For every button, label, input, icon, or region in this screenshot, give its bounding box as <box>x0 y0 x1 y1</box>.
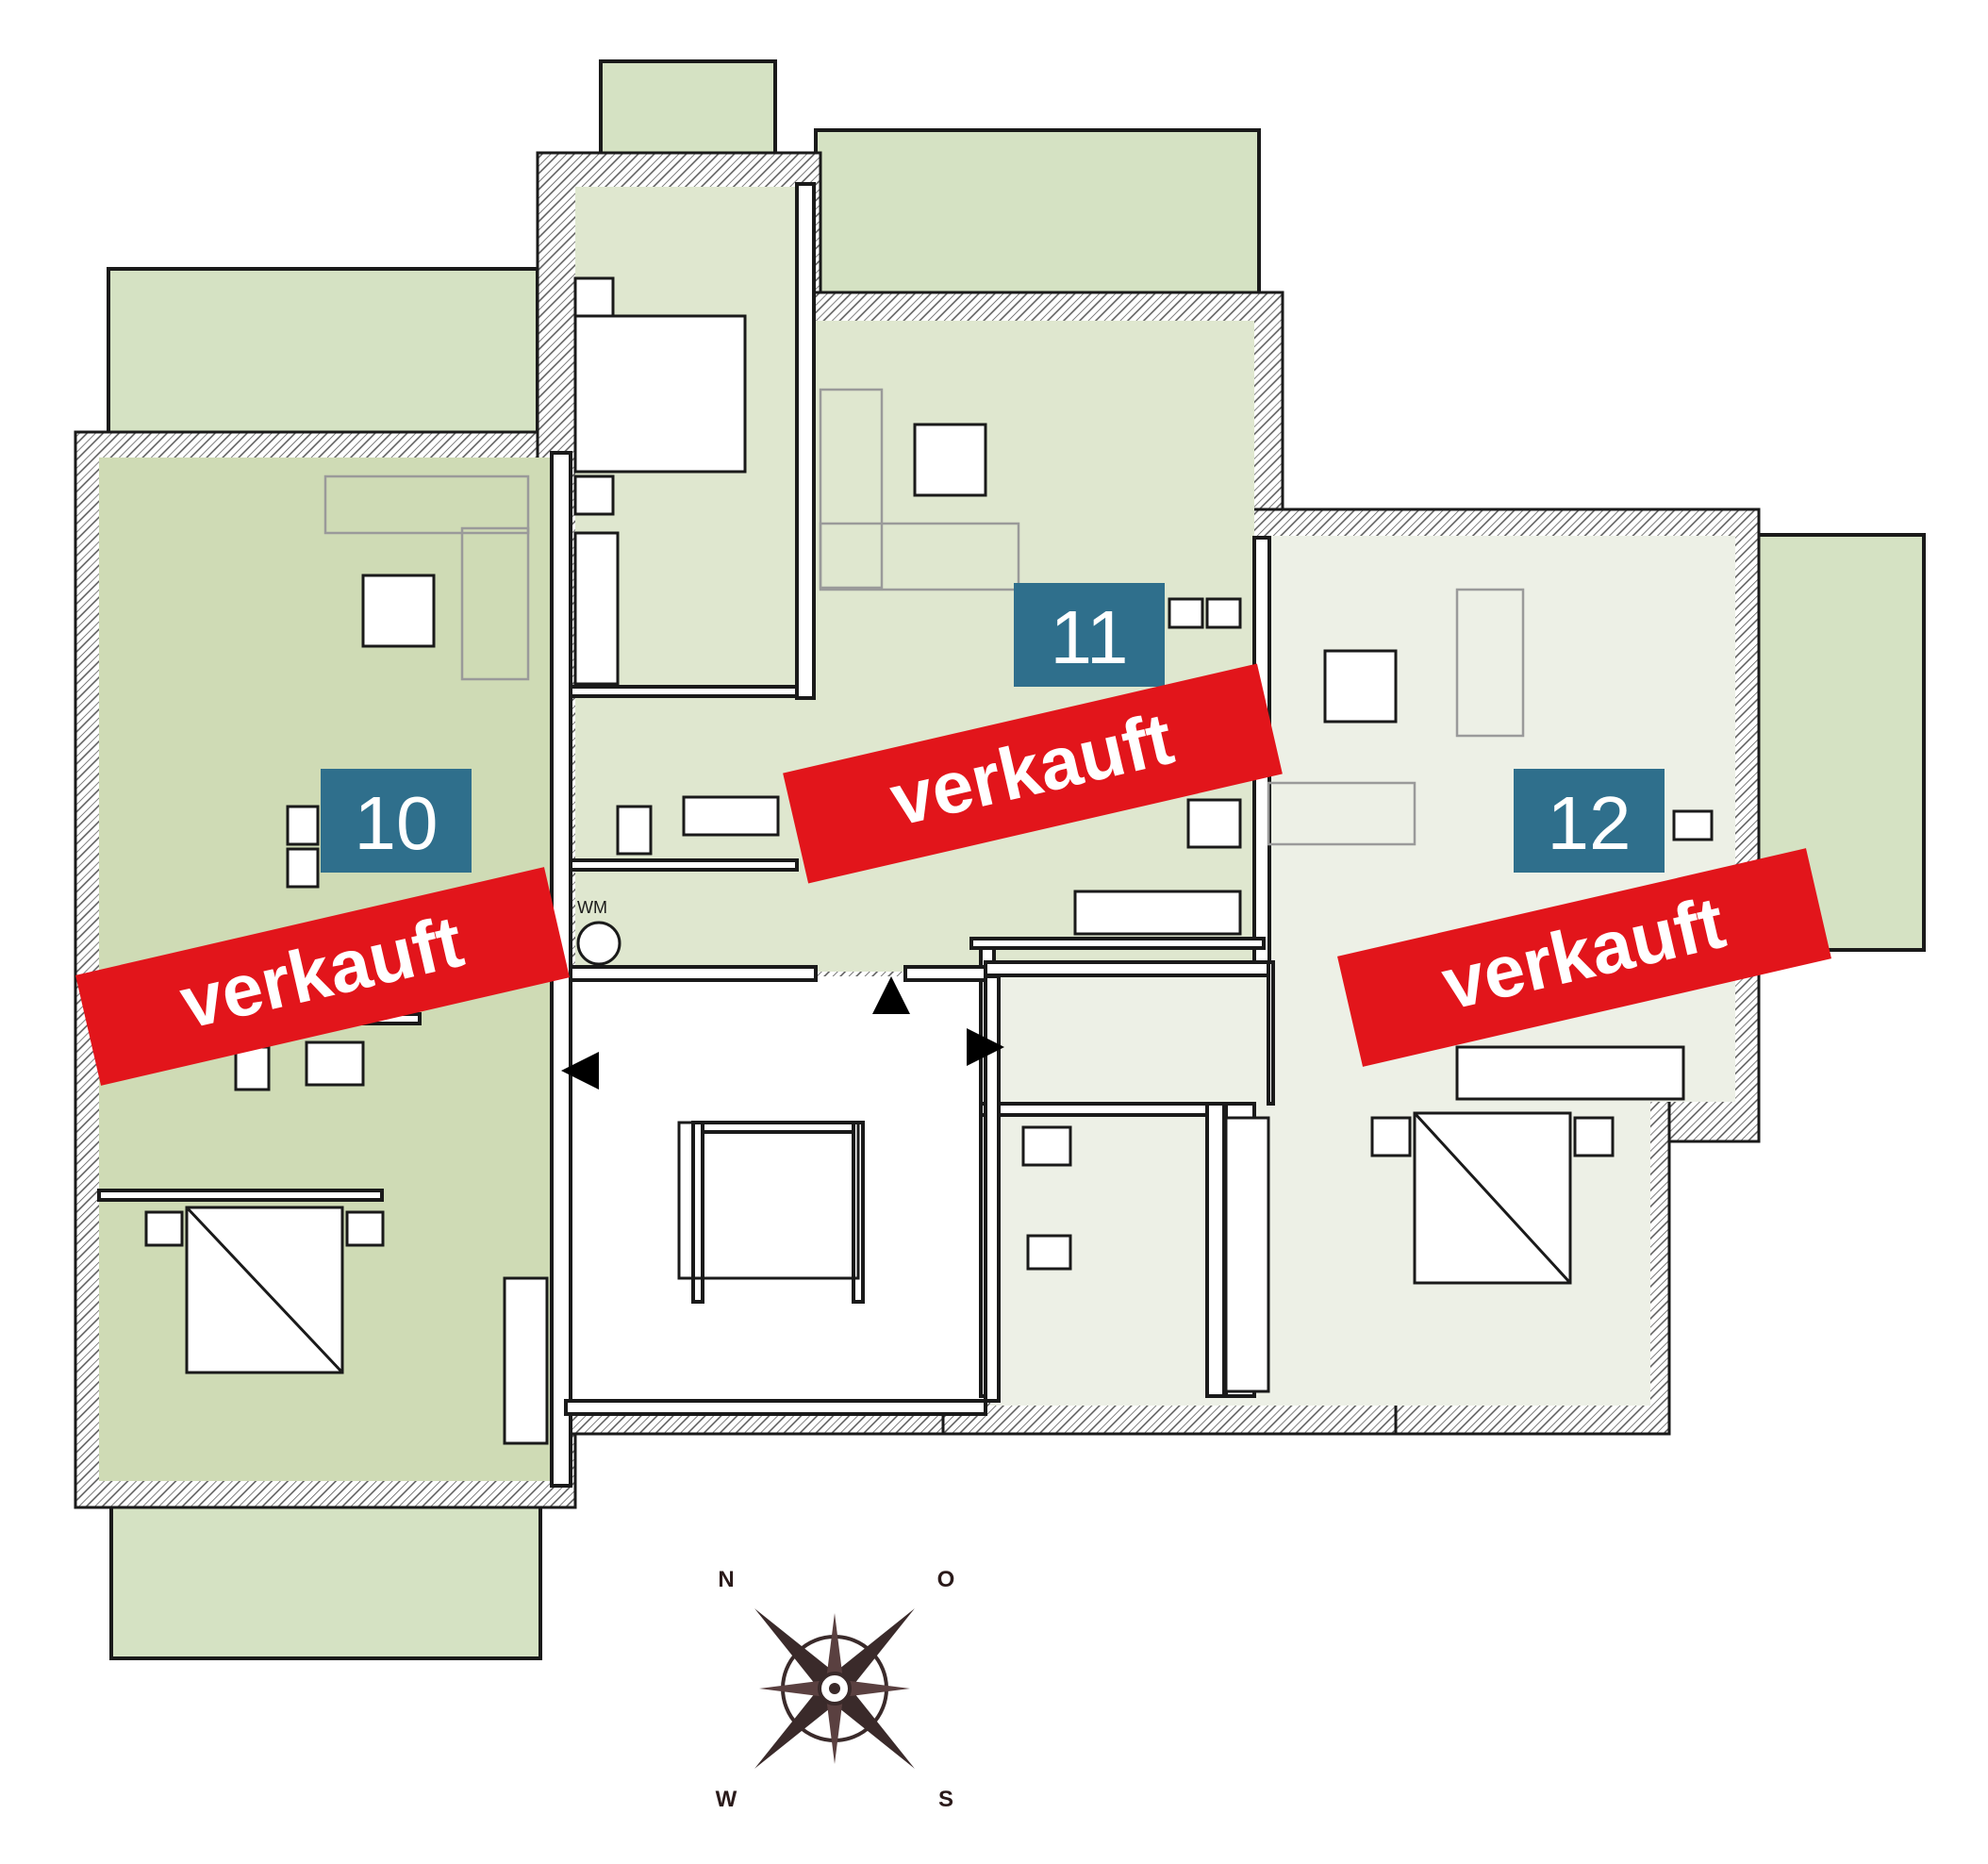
arrow-up <box>872 976 910 1014</box>
laundry-label: WM <box>577 898 607 917</box>
compass-o: O <box>937 1567 955 1592</box>
balcony-unit10-bottom <box>109 1487 542 1660</box>
compass-n: N <box>718 1567 734 1592</box>
compass-rose-icon: N O S W <box>716 1567 955 1812</box>
compass-w: W <box>716 1787 737 1812</box>
unit11-number: 11 <box>1050 595 1128 679</box>
compass-s: S <box>938 1787 953 1812</box>
balcony-unit11-small <box>599 59 777 167</box>
arrow-right <box>967 1028 1004 1066</box>
stairwell-floor <box>566 976 986 1410</box>
unit11-sold-band <box>783 663 1283 884</box>
unit10-sold-band <box>75 867 570 1086</box>
unit12-sold-band <box>1337 848 1831 1067</box>
circulation-arrows <box>561 976 1004 1090</box>
balcony-unit11-top <box>814 128 1261 307</box>
arrow-left <box>561 1052 599 1090</box>
unit10-number-badge <box>321 769 472 873</box>
unit12-number: 12 <box>1548 781 1632 865</box>
balconies <box>107 59 1926 1660</box>
balcony-unit10-top <box>107 267 539 436</box>
unit12-number-badge <box>1514 769 1665 873</box>
unit10-number: 10 <box>355 781 439 865</box>
unit11-number-badge <box>1014 583 1165 687</box>
furniture: WM <box>144 276 1714 1445</box>
